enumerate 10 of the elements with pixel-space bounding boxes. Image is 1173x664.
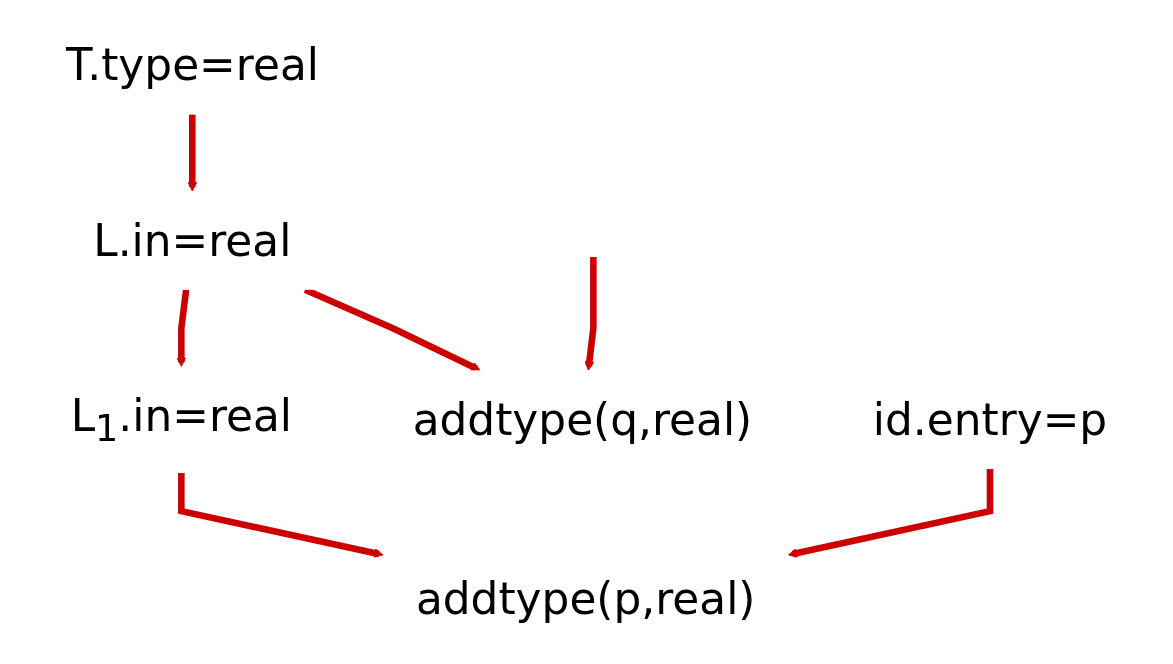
node-text: L.in=real xyxy=(93,215,292,266)
node-text: id.entry=p xyxy=(872,394,1108,445)
arrow xyxy=(584,256,597,371)
node-text: T.type=real xyxy=(65,39,320,91)
arrow xyxy=(176,289,190,367)
arrow xyxy=(178,472,384,558)
node-text: L$_{1}$.in=real xyxy=(70,390,293,450)
node-text: addtype(q,real) xyxy=(412,394,753,445)
node-text: addtype(p,real) xyxy=(415,573,756,625)
arrow xyxy=(187,114,198,192)
